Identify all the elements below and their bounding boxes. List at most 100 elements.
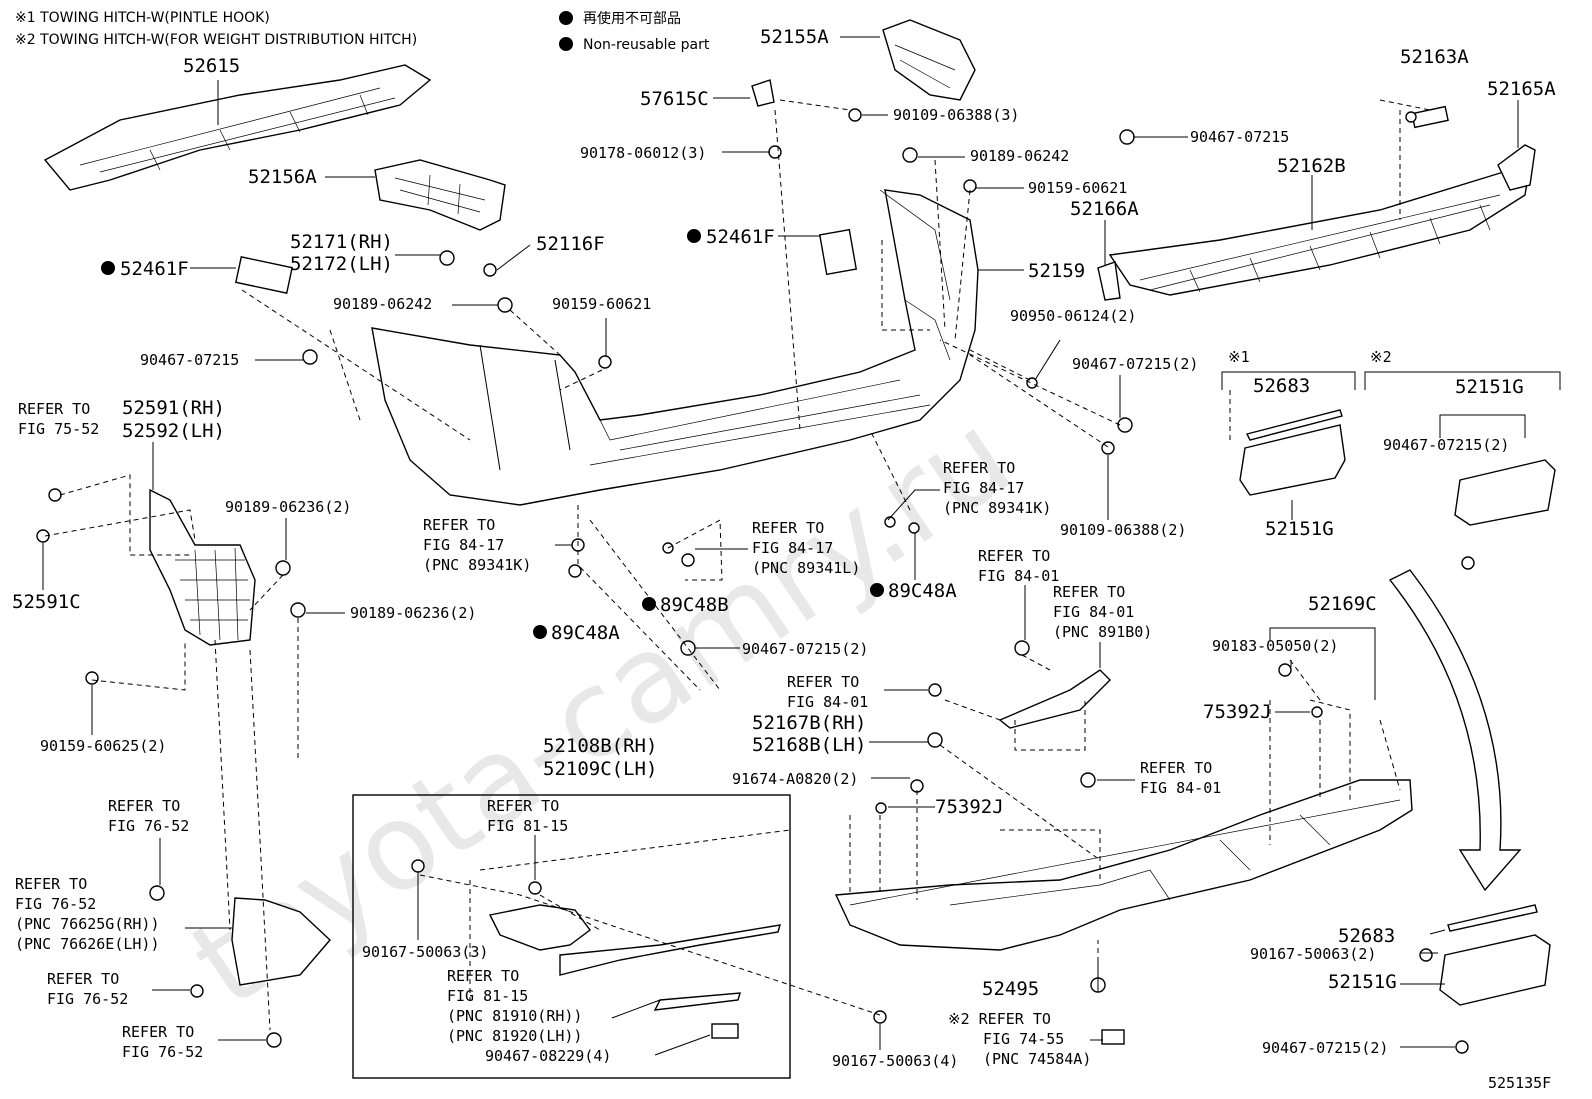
clip-icon [1278,663,1292,677]
clip-90467-08229 [711,1023,739,1039]
label-refer-84-17-c-3: (PNC 89341K) [943,499,1051,517]
label-90109-06388-2: 90109-06388(2) [1060,521,1186,539]
label-90189-06242-a: 90189-06242 [970,147,1069,165]
bolt-icon [411,859,425,873]
bracket-marker-2 [1364,371,1561,390]
label-52591: 52591(RH) [122,397,225,419]
clip-icon [497,297,513,313]
label-refer-84-01-a-2: FIG 84-01 [978,567,1059,585]
label-refer-76-52-a-1: REFER TO [108,797,180,815]
label-refer-84-17-b-3: (PNC 89341L) [752,559,860,577]
bracket-marker-1 [1221,371,1356,390]
leader-lines [42,36,1526,1056]
label-52116F: 52116F [536,233,605,255]
garnish-52151G-bottom [1439,934,1551,1006]
label-52155A: 52155A [760,26,829,48]
label-90167-50063-3: 90167-50063(3) [362,943,488,961]
clip-icon [1119,129,1135,145]
clip-icon [875,802,887,814]
clip-icon [902,147,918,163]
label-90189-06242-b: 90189-06242 [333,295,432,313]
garnish-52151G-right [1454,459,1556,526]
label-90467-07215-f: 90467-07215(2) [1262,1039,1388,1057]
note-towing-pintle: ※1 TOWING HITCH-W(PINTLE HOOK) [15,10,270,26]
label-90467-07215-a: 90467-07215 [140,351,239,369]
bolt-icon [1014,640,1030,656]
label-90167-50063-2: 90167-50063(2) [1250,945,1376,963]
label-90159-60625: 90159-60625(2) [40,737,166,755]
clip-icon [290,602,306,618]
label-90467-07215-b: 90467-07215(2) [1072,355,1198,373]
label-52591C: 52591C [12,591,81,613]
legend-en: Non-reusable part [583,37,710,53]
label-refer-74-55-3: (PNC 74584A) [983,1050,1091,1068]
clip-52116F-icon [483,263,497,277]
retainer-52156A [374,159,506,231]
label-refer-81-15-a-2: FIG 81-15 [487,817,568,835]
bolt-icon [266,1032,282,1048]
screw-icon [598,355,612,369]
label-refer-76-52-c-1: REFER TO [47,970,119,988]
label-refer-76-52-b-3: (PNC 76625G(RH)) [15,915,160,933]
label-refer-81-15-b-1: REFER TO [447,967,519,985]
clip-icon [1455,1040,1469,1054]
label-52151G-bottom: 52151G [1328,971,1397,993]
label-90467-07215-e: 90467-07215(2) [1383,436,1509,454]
label-90159-60621-b: 90159-60621 [552,295,651,313]
nonreusable-dot-icon [642,597,656,611]
label-refer-84-01-c-2: FIG 84-01 [787,693,868,711]
label-refer-84-01-d-1: REFER TO [1140,759,1212,777]
label-refer-84-17-b-2: FIG 84-17 [752,539,833,557]
nonreusable-dot-icon [687,229,701,243]
bolt-icon [528,881,542,895]
clip-icon [1311,706,1323,718]
label-89C48A-right: 89C48A [888,580,957,602]
nonreusable-dot-icon [533,625,547,639]
spacer-52683-bottom [1447,904,1538,932]
label-52615: 52615 [183,55,240,77]
label-52461F-right: 52461F [706,226,775,248]
label-52108B: 52108B(RH) [543,735,657,757]
label-75392J-bottom: 75392J [935,796,1004,818]
label-52167B: 52167B(RH) [752,712,866,734]
legend-dot-icon [559,11,573,25]
label-refer-76-52-d-1: REFER TO [122,1023,194,1041]
cover-52165A [1497,144,1536,191]
label-89C48B: 89C48B [660,594,729,616]
label-refer-81-15-b-3: (PNC 81910(RH)) [447,1007,582,1025]
label-90467-07215-c: 90467-07215 [1190,128,1289,146]
label-refer-84-17-c-2: FIG 84-17 [943,479,1024,497]
step-garnish-52162B [1108,164,1531,296]
clip-icon [302,349,318,365]
label-52169C: 52169C [1308,593,1377,615]
label-refer-76-52-c-2: FIG 76-52 [47,990,128,1008]
nonreusable-dot-icon [870,583,884,597]
label-refer-84-17-a-1: REFER TO [423,516,495,534]
label-52461F-left: 52461F [120,258,189,280]
bolt-icon [928,683,942,697]
label-refer-81-15-b-2: FIG 81-15 [447,987,528,1005]
clip-icon [681,553,695,567]
bolt-icon [873,1010,887,1024]
label-mark-2: ※2 [1370,348,1392,366]
bolt-icon [190,984,204,998]
label-52168B: 52168B(LH) [752,734,866,756]
bolt-icon [149,885,165,901]
clip-icon [1026,377,1038,389]
bracket-57615C [751,79,775,107]
label-90467-07215-d: 90467-07215(2) [742,640,868,658]
label-refer-84-01-c-1: REFER TO [787,673,859,691]
label-refer-81-15-b-4: (PNC 81920(LH)) [447,1027,582,1045]
label-refer-75-52-2: FIG 75-52 [18,420,99,438]
label-90189-06236-b: 90189-06236(2) [350,604,476,622]
label-52495: 52495 [982,978,1039,1000]
label-52163A: 52163A [1400,46,1469,68]
label-refer-84-17-a-3: (PNC 89341K) [423,556,531,574]
label-52172: 52172(LH) [290,253,393,275]
label-refer-76-52-d-2: FIG 76-52 [122,1043,203,1061]
label-refer-76-52-b-4: (PNC 76626E(LH)) [15,935,160,953]
clip-icon [1405,111,1417,123]
label-90189-06236-a: 90189-06236(2) [225,498,351,516]
label-52156A: 52156A [248,166,317,188]
flow-arrow-icon [1388,569,1522,892]
